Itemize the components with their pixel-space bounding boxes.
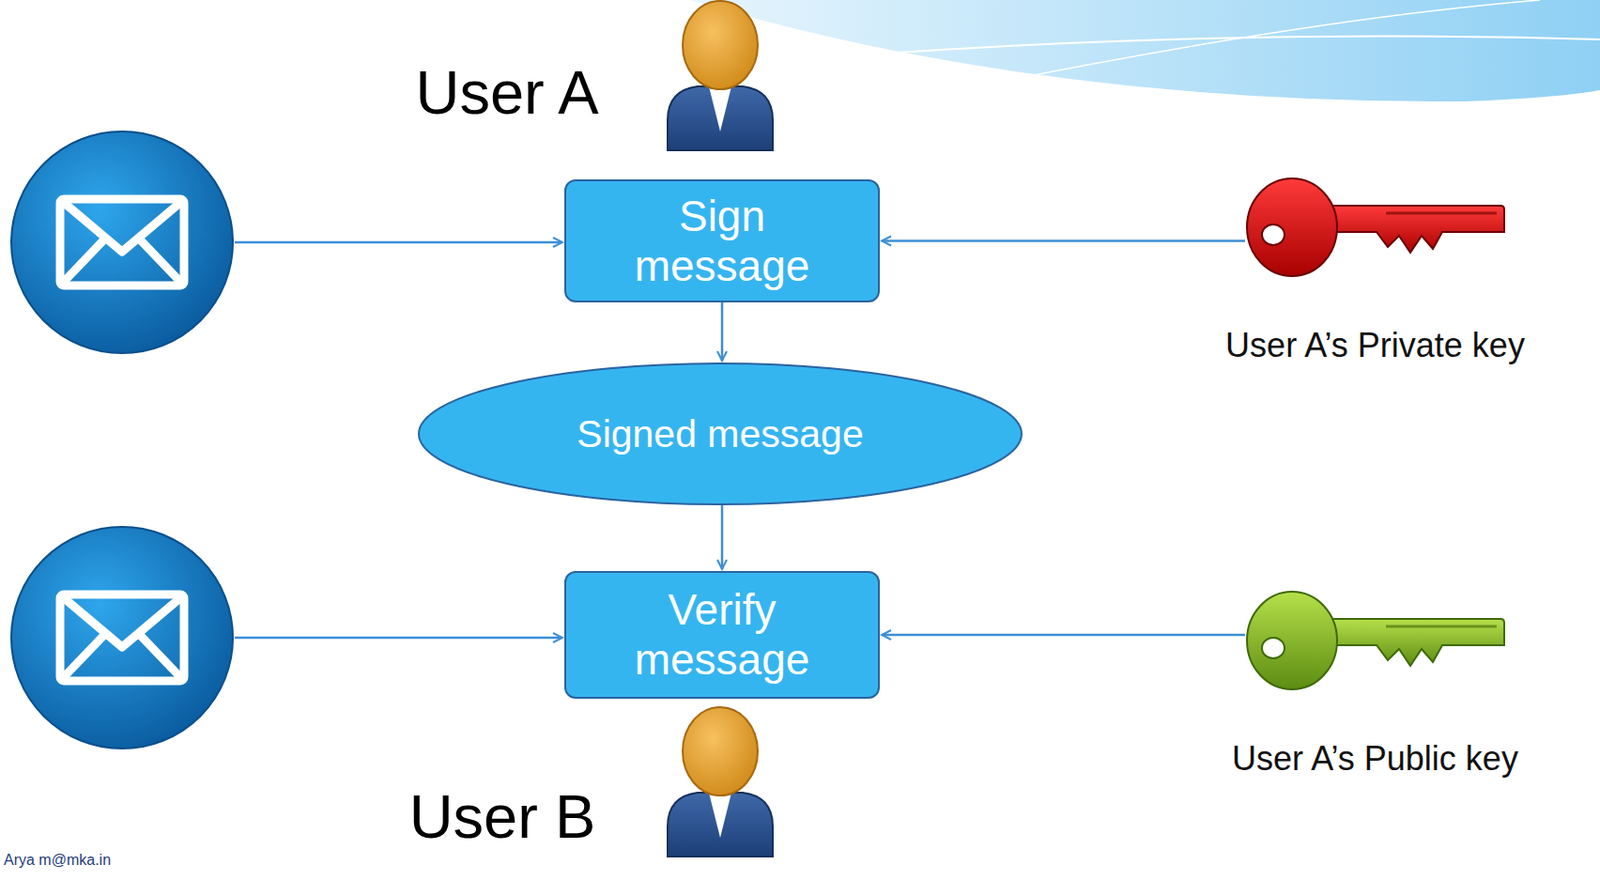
- message-arrow: [234, 241, 563, 245]
- key-icon: [1245, 173, 1506, 281]
- envelope-icon: [11, 131, 233, 354]
- key-icon: [1245, 586, 1506, 694]
- message-arrow: [234, 636, 563, 640]
- author-footer: Arya m@mka.in: [3, 851, 111, 869]
- signed-message-ellipse: Signed message: [417, 362, 1023, 506]
- swoosh-line: [845, 36, 1600, 57]
- node-label: Signed message: [576, 412, 863, 457]
- public-key: User A’s Public key: [1245, 586, 1506, 694]
- user-icon: [667, 707, 773, 857]
- swoosh-line: [985, 0, 1540, 85]
- key-caption: User A’s Public key: [1231, 738, 1519, 779]
- key-caption: User A’s Private key: [1225, 325, 1525, 366]
- user-name: User A: [415, 57, 599, 128]
- connector-arrow: [721, 505, 724, 570]
- connector-arrow: [881, 239, 1246, 243]
- header-swoosh: [690, 0, 1600, 102]
- user-name: User B: [409, 781, 597, 852]
- envelope-icon: [11, 526, 233, 749]
- node-label: Sign message: [614, 191, 831, 292]
- user-icon: [667, 0, 773, 151]
- connector-arrow: [881, 633, 1246, 637]
- connector-arrow: [721, 302, 724, 361]
- process-box: Sign message: [564, 179, 880, 303]
- private-key: User A’s Private key: [1245, 173, 1506, 281]
- process-box: Verify message: [564, 570, 880, 699]
- node-label: Verify message: [614, 584, 831, 685]
